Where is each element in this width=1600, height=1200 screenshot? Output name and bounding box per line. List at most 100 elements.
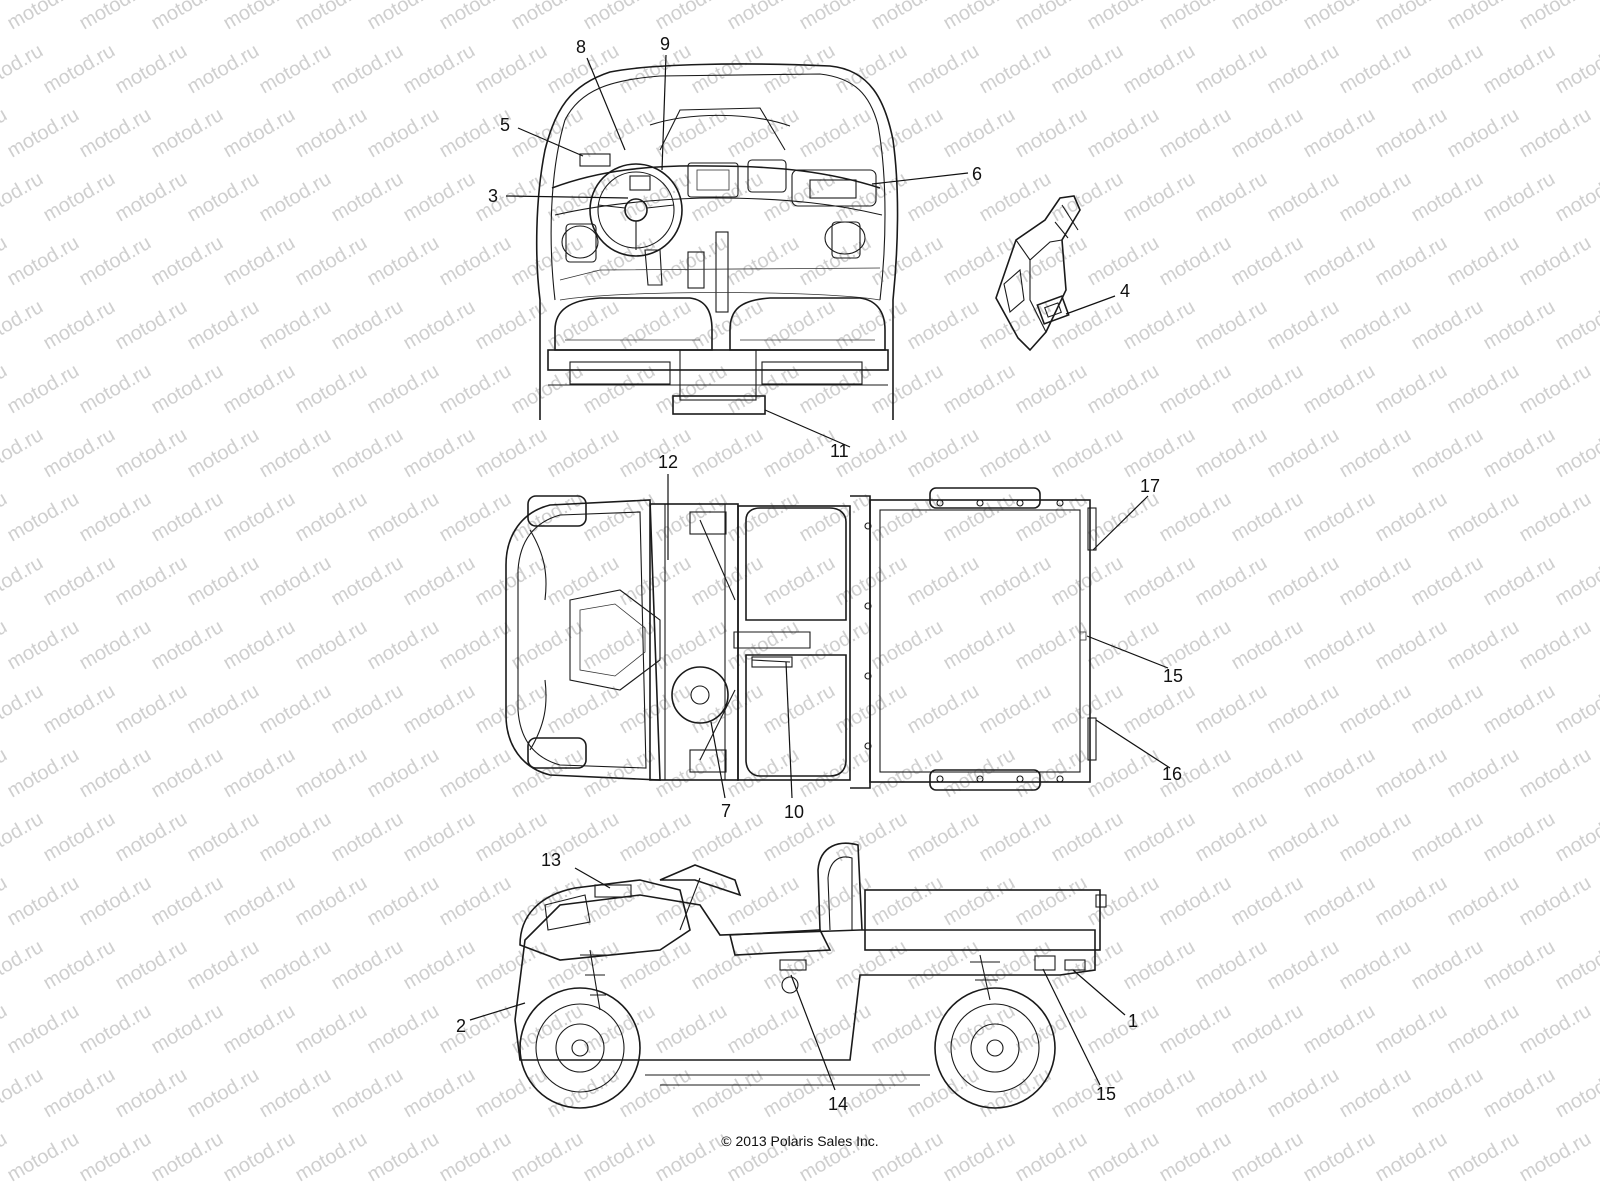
hitch-detail xyxy=(995,195,1081,352)
watermark-text: motod.ru xyxy=(760,680,839,739)
callout-15-side: 15 xyxy=(1096,1084,1116,1104)
watermark-text: motod.ru xyxy=(1264,936,1343,995)
watermark-text: motod.ru xyxy=(652,616,731,675)
watermark-text: motod.ru xyxy=(76,232,155,291)
watermark-text: motod.ru xyxy=(1228,360,1307,419)
watermark-text: motod.ru xyxy=(1552,168,1600,227)
watermark-text: motod.ru xyxy=(1012,872,1091,931)
copyright-notice: © 2013 Polaris Sales Inc. xyxy=(721,1133,879,1149)
watermark-text: motod.ru xyxy=(1372,104,1451,163)
watermark-text: motod.ru xyxy=(328,168,407,227)
watermark-text: motod.ru xyxy=(1192,40,1271,99)
watermark-text: motod.ru xyxy=(220,744,299,803)
watermark-text: motod.ru xyxy=(1336,1064,1415,1123)
watermark-text: motod.ru xyxy=(256,808,335,867)
watermark-text: motod.ru xyxy=(1444,616,1523,675)
watermark-text: motod.ru xyxy=(220,360,299,419)
watermark-text: motod.ru xyxy=(220,872,299,931)
watermark-text: motod.ru xyxy=(544,424,623,483)
watermark-text: motod.ru xyxy=(1120,1064,1199,1123)
watermark-text: motod.ru xyxy=(1444,104,1523,163)
watermark-text: motod.ru xyxy=(220,0,299,34)
watermark-text: motod.ru xyxy=(616,1064,695,1123)
watermark-text: motod.ru xyxy=(76,104,155,163)
watermark-text: motod.ru xyxy=(760,296,839,355)
watermark-text: motod.ru xyxy=(184,296,263,355)
watermark-text: motod.ru xyxy=(292,360,371,419)
watermark-text: motod.ru xyxy=(1048,168,1127,227)
watermark-text: motod.ru xyxy=(328,40,407,99)
watermark-text: motod.ru xyxy=(184,424,263,483)
watermark-text: motod.ru xyxy=(868,872,947,931)
watermark-text: motod.ru xyxy=(1516,488,1595,547)
watermark-text: motod.ru xyxy=(76,488,155,547)
watermark-text: motod.ru xyxy=(76,0,155,34)
watermark-text: motod.ru xyxy=(868,744,947,803)
watermark-text: motod.ru xyxy=(76,616,155,675)
watermark-text: motod.ru xyxy=(1192,1064,1271,1123)
watermark-text: motod.ru xyxy=(1192,680,1271,739)
watermark-text: motod.ru xyxy=(0,808,47,867)
watermark-text: motod.ru xyxy=(1300,616,1379,675)
watermark-text: motod.ru xyxy=(292,0,371,34)
watermark-text: motod.ru xyxy=(1552,424,1600,483)
watermark-text: motod.ru xyxy=(400,1064,479,1123)
watermark-text: motod.ru xyxy=(220,104,299,163)
watermark-text: motod.ru xyxy=(40,40,119,99)
top-view xyxy=(505,487,1097,791)
watermark-text: motod.ru xyxy=(1444,0,1523,34)
watermark-text: motod.ru xyxy=(580,232,659,291)
watermark-text: motod.ru xyxy=(112,424,191,483)
watermark-text: motod.ru xyxy=(832,168,911,227)
watermark-text: motod.ru xyxy=(1084,744,1163,803)
watermark-text: motod.ru xyxy=(1012,104,1091,163)
watermark-text: motod.ru xyxy=(832,936,911,995)
watermark-text: motod.ru xyxy=(1228,232,1307,291)
watermark-text: motod.ru xyxy=(1192,424,1271,483)
watermark-text: motod.ru xyxy=(1012,616,1091,675)
watermark-text: motod.ru xyxy=(508,0,587,34)
watermark-text: motod.ru xyxy=(1516,0,1595,34)
watermark-text: motod.ru xyxy=(0,168,47,227)
watermark-text: motod.ru xyxy=(1408,680,1487,739)
watermark-text: motod.ru xyxy=(40,552,119,611)
watermark-text: motod.ru xyxy=(76,1000,155,1059)
watermark-text: motod.ru xyxy=(868,616,947,675)
watermark-text: motod.ru xyxy=(1552,40,1600,99)
watermark-text: motod.ru xyxy=(724,488,803,547)
watermark-text: motod.ru xyxy=(400,296,479,355)
watermark-text: motod.ru xyxy=(724,360,803,419)
watermark-text: motod.ru xyxy=(4,1000,83,1059)
watermark-text: motod.ru xyxy=(0,936,47,995)
watermark-text: motod.ru xyxy=(796,0,875,34)
watermark-text: motod.ru xyxy=(760,552,839,611)
watermark-text: motod.ru xyxy=(1084,104,1163,163)
watermark-text: motod.ru xyxy=(1084,616,1163,675)
watermark-text: motod.ru xyxy=(256,40,335,99)
watermark-text: motod.ru xyxy=(1336,296,1415,355)
watermark-text: motod.ru xyxy=(904,40,983,99)
watermark-text: motod.ru xyxy=(1228,744,1307,803)
watermark-text: motod.ru xyxy=(1156,232,1235,291)
watermark-text: motod.ru xyxy=(40,808,119,867)
watermark-text: motod.ru xyxy=(472,1064,551,1123)
watermark-text: motod.ru xyxy=(1228,0,1307,34)
watermark-text: motod.ru xyxy=(40,680,119,739)
watermark-text: motod.ru xyxy=(1552,552,1600,611)
watermark-text: motod.ru xyxy=(1408,40,1487,99)
watermark-text: motod.ru xyxy=(1012,360,1091,419)
watermark-text: motod.ru xyxy=(328,680,407,739)
watermark-text: motod.ru xyxy=(328,552,407,611)
watermark-text: motod.ru xyxy=(400,40,479,99)
watermark-text: motod.ru xyxy=(688,936,767,995)
watermark-text: motod.ru xyxy=(184,808,263,867)
watermark-text: motod.ru xyxy=(436,488,515,547)
callout-14: 14 xyxy=(828,1094,848,1114)
watermark-text: motod.ru xyxy=(1300,232,1379,291)
watermark-text: motod.ru xyxy=(1228,872,1307,931)
watermark-text: motod.ru xyxy=(1120,424,1199,483)
callout-9: 9 xyxy=(660,34,670,54)
callout-8: 8 xyxy=(576,37,586,57)
